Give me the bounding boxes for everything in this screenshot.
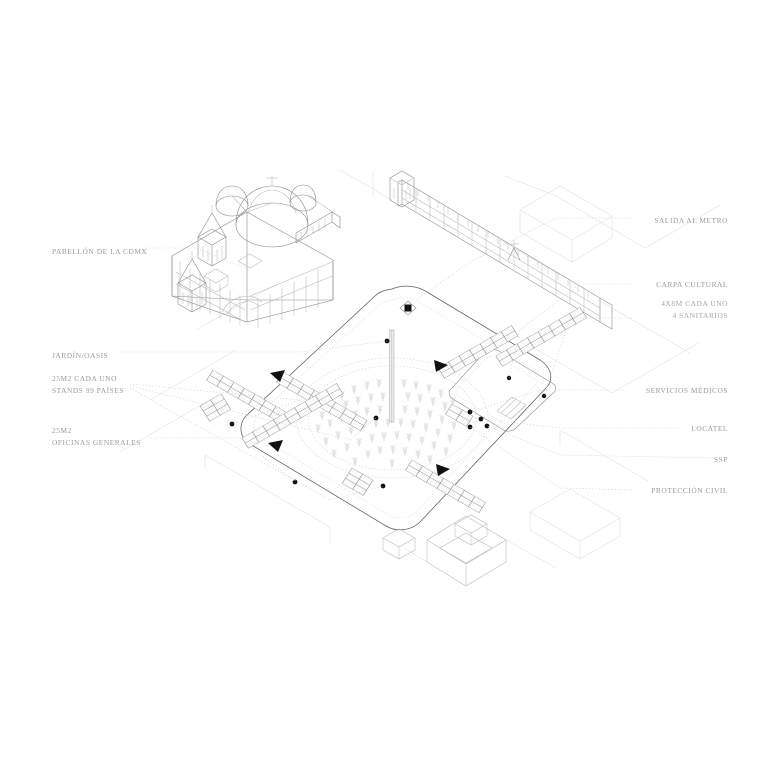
leader-medicos: [469, 389, 624, 413]
label-line: 4 SANITARIOS: [672, 310, 728, 320]
label-line: LOCATEL: [691, 424, 728, 433]
label-line: PABELLÓN DE LA CDMX: [52, 247, 148, 256]
label-line: SALIDA AL METRO: [654, 216, 728, 225]
leader-lines: [118, 217, 715, 501]
context-block-ne: [519, 185, 613, 263]
flagpole: [389, 329, 395, 423]
leader-jardin: [118, 340, 388, 353]
leader-carpa: [508, 283, 632, 379]
label-line: 4X8M CADA UNO: [661, 299, 728, 308]
anchor-dot-locatel: [478, 416, 484, 422]
label-pabellon-cdmx: PABELLÓN DE LA CDMX: [52, 246, 147, 258]
label-carpa-cultural: CARPA CULTURAL: [656, 279, 728, 291]
leader-ssp: [486, 425, 715, 459]
label-line: OFICINAS GENERALES: [52, 437, 141, 447]
context-block-se: [382, 488, 621, 587]
anchor-dot-stands-s: [380, 483, 386, 489]
label-proteccion-civil: PROTECCIÓN CIVIL: [651, 485, 728, 497]
metro-exit-marker: [399, 300, 417, 316]
label-stands-paises: 25M2 CADA UNO STANDS 99 PAÍSES: [52, 373, 124, 396]
ground-context-lines: [119, 169, 721, 545]
access-triangle-nw: [270, 370, 285, 382]
label-jardin-oasis: JARDÍN/OASIS: [52, 350, 108, 362]
portal-arcade-building: [389, 170, 613, 330]
anchor-dot-proteccion: [484, 423, 490, 429]
leader-proteccion: [469, 426, 633, 491]
label-line: 25M2 CADA UNO: [52, 374, 118, 383]
leader-locatel: [480, 418, 678, 429]
anchor-dot-ssp: [467, 424, 473, 430]
access-markers: [268, 360, 450, 476]
anchor-dot-oasis-center: [373, 415, 379, 421]
main-plaza-platform: [240, 285, 552, 531]
label-locatel: LOCATEL: [691, 423, 728, 435]
access-triangle-sw: [268, 440, 283, 452]
stand-row-s-corner: [341, 467, 374, 496]
label-line: SSP: [714, 455, 728, 464]
leader-pabellon: [146, 247, 251, 271]
label-line: PROTECCIÓN CIVIL: [651, 486, 728, 495]
label-ssp: SSP: [714, 454, 728, 466]
label-line: 25M2: [52, 426, 72, 435]
leader-stands-s: [129, 387, 384, 501]
label-line: JARDÍN/OASIS: [52, 351, 109, 360]
label-servicios-medicos: SERVICIOS MÉDICOS: [646, 385, 728, 397]
anchor-dot-stands-w: [229, 421, 235, 427]
label-line: CARPA CULTURAL: [656, 280, 728, 289]
label-salida-al-metro: SALIDA AL METRO: [654, 215, 728, 227]
label-carpa-detalle: 4X8M CADA UNO 4 SANITARIOS: [661, 298, 728, 321]
label-oficinas-generales: 25M2 OFICINAS GENERALES: [52, 425, 141, 448]
pabellon-cdmx-building: [171, 176, 341, 328]
stand-row-w-corner-offices: [199, 393, 232, 422]
stand-row-e-corner-services: [445, 403, 474, 427]
access-triangle-ne: [434, 360, 448, 372]
label-line: SERVICIOS MÉDICOS: [645, 386, 728, 395]
access-triangle-se: [436, 464, 450, 476]
label-line: STANDS 99 PAÍSES: [52, 385, 125, 395]
leader-metro: [415, 217, 632, 301]
